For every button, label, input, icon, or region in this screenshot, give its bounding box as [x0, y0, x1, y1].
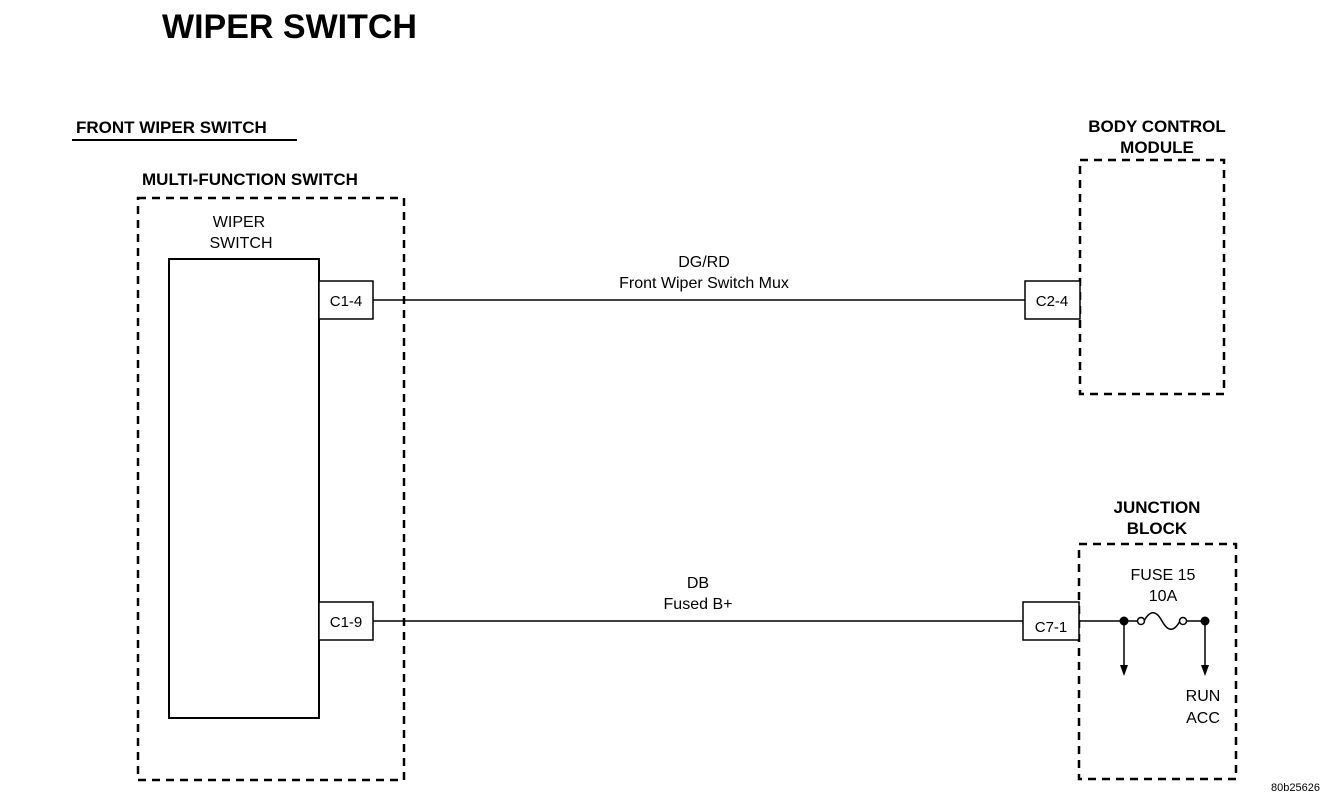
- fuse-15-symbol: [1079, 612, 1210, 630]
- fuse-right-down-arrow-icon: [1201, 621, 1209, 676]
- multi-function-switch-box: [136, 196, 406, 782]
- fuse-name: FUSE 15: [1131, 567, 1196, 584]
- wire-db-description: Fused B+: [664, 596, 733, 613]
- connector-c1-9-label: C1-9: [330, 614, 363, 631]
- fuse-left-down-arrow-icon: [1120, 621, 1128, 676]
- fuse-rating: 10A: [1149, 588, 1178, 605]
- feed-label-acc: ACC: [1186, 710, 1220, 727]
- connector-c1-4-label: C1-4: [330, 293, 363, 310]
- reference-code: 80b25626: [1271, 782, 1320, 794]
- connector-c2-4: [1024, 280, 1081, 320]
- wiper-switch-label-line2: SWITCH: [209, 235, 272, 252]
- section-heading: FRONT WIPER SWITCH: [76, 118, 267, 137]
- multi-function-switch-label: MULTI-FUNCTION SWITCH: [142, 170, 358, 189]
- connector-c7-1-label: C7-1: [1035, 619, 1068, 636]
- connector-c2-4-label: C2-4: [1036, 293, 1069, 310]
- junction-block-label-line2: BLOCK: [1127, 519, 1188, 538]
- wiper-switch-block: [168, 258, 320, 719]
- wire-db-color: DB: [687, 575, 709, 592]
- wiper-switch-label-line1: WIPER: [213, 214, 265, 231]
- diagram-title: WIPER SWITCH: [162, 8, 417, 46]
- body-control-module-label-line2: MODULE: [1120, 138, 1194, 157]
- connector-c7-1: [1022, 601, 1080, 641]
- feed-label-run: RUN: [1186, 688, 1221, 705]
- junction-block-label-line1: JUNCTION: [1114, 498, 1201, 517]
- body-control-module-box: [1078, 158, 1226, 396]
- body-control-module-label-line1: BODY CONTROL: [1088, 117, 1226, 136]
- wire-dg-rd-description: Front Wiper Switch Mux: [619, 275, 789, 292]
- wire-dg-rd-color: DG/RD: [678, 254, 730, 271]
